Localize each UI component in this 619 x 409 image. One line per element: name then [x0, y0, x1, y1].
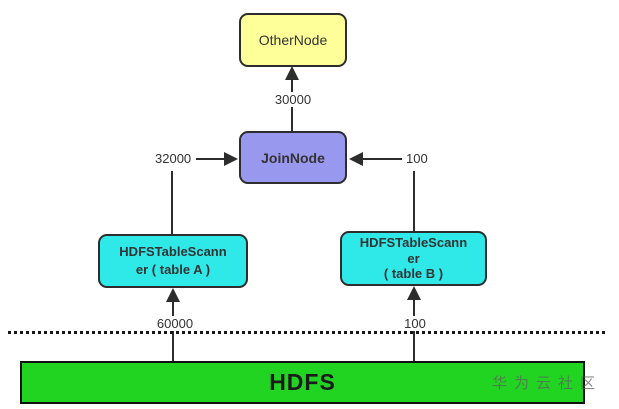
edge-label-hdfs-to-scanner-b: 100 — [402, 316, 428, 331]
arrowhead-right-into-joinnode-icon — [224, 152, 238, 166]
edge-label-hdfs-to-scanner-a: 60000 — [154, 316, 196, 331]
fragment-boundary-dotted-line — [8, 331, 605, 334]
edge-scanner-a-riser-line — [171, 171, 173, 234]
edge-scanner-b-to-join-line — [363, 158, 402, 160]
edge-label-scanner-b-to-join: 100 — [404, 151, 430, 166]
edge-label-scanner-a-to-join: 32000 — [153, 151, 194, 166]
scanner-b-label-line1: HDFSTableScann — [359, 234, 468, 250]
edge-scanner-a-to-join-line — [196, 158, 225, 160]
arrowhead-up-into-scanner-b-icon — [407, 286, 421, 300]
edge-scanner-b-riser-line — [413, 171, 415, 231]
scanner-b-label-line3: ( table B ) — [383, 266, 444, 282]
hdfs-bar-label: HDFS — [269, 369, 336, 395]
scanner-b-label-line2: er — [407, 250, 420, 266]
arrowhead-up-join-to-othernode-icon — [285, 66, 299, 80]
scanner-a-label-line1: HDFSTableScann — [119, 244, 227, 260]
hdfs-table-scanner-a-box: HDFSTableScann er ( table A ) — [98, 234, 248, 288]
scanner-a-label-line2: er ( table A ) — [135, 262, 211, 277]
join-node-label: JoinNode — [261, 149, 325, 166]
other-node-label: OtherNode — [258, 32, 328, 48]
huawei-cloud-community-watermark: 华为云社区 — [492, 375, 603, 392]
hdfs-table-scanner-b-box: HDFSTableScann er ( table B ) — [340, 231, 487, 286]
other-node-box: OtherNode — [239, 13, 347, 67]
arrowhead-left-into-joinnode-icon — [349, 152, 363, 166]
join-node-box: JoinNode — [239, 131, 347, 184]
edge-label-join-to-othernode: 30000 — [272, 92, 314, 107]
hdfs-storage-bar: HDFS — [20, 361, 585, 404]
arrowhead-up-into-scanner-a-icon — [166, 288, 180, 302]
